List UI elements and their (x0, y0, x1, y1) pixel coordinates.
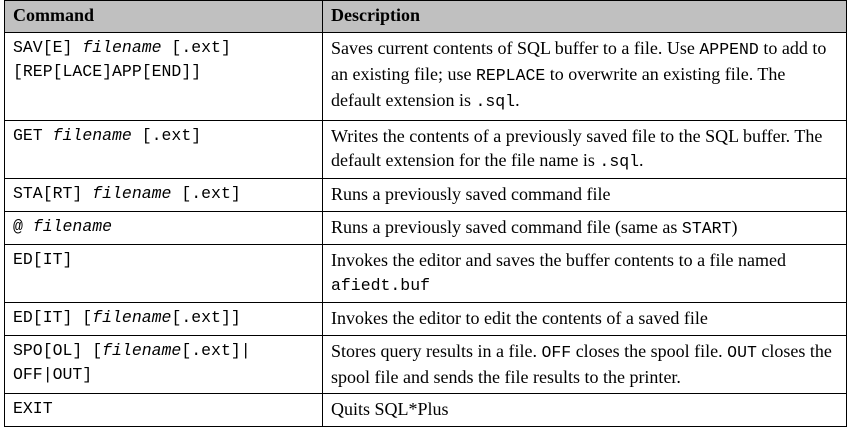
command-cell-exit: EXIT (4, 393, 323, 427)
table-row-exit: EXIT Quits SQL*Plus (4, 393, 847, 427)
cmd-placeholder: filename (32, 217, 113, 236)
desc-text: ) (731, 217, 738, 237)
cmd-placeholder: filename (92, 308, 172, 327)
cmd-placeholder: filename (82, 38, 162, 57)
description-cell-save: Saves current contents of SQL buffer to … (322, 32, 847, 121)
header-command: Command (4, 0, 323, 33)
desc-code: OFF (541, 343, 572, 362)
desc-text: Saves current contents of SQL buffer to … (331, 38, 700, 58)
desc-text: Quits SQL*Plus (331, 399, 449, 419)
cmd-placeholder: filename (52, 126, 132, 145)
sqlplus-file-commands-table: Command Description SAV[E] filename [.ex… (4, 0, 847, 427)
command-cell-edit-file: ED[IT] [filename[.ext]] (4, 302, 323, 336)
header-description: Description (322, 0, 847, 33)
desc-code: START (681, 219, 732, 238)
desc-code: OUT (727, 343, 757, 362)
command-cell-save: SAV[E] filename [.ext] [REP[LACE]APP[END]… (4, 32, 323, 121)
desc-text: Invokes the editor to edit the contents … (331, 308, 708, 328)
cmd-text: ED[IT] (13, 250, 73, 269)
command-cell-edit: ED[IT] (4, 244, 323, 303)
cmd-text: [.ext]] (171, 308, 241, 327)
table-row-edit-file: ED[IT] [filename[.ext]] Invokes the edit… (4, 302, 847, 336)
command-cell-spool: SPO[OL] [filename[.ext]| OFF|OUT] (4, 335, 323, 394)
cmd-text: [.ext] (171, 184, 241, 203)
description-cell-spool: Stores query results in a file. OFF clos… (322, 335, 847, 394)
table-row-save: SAV[E] filename [.ext] [REP[LACE]APP[END]… (4, 32, 847, 121)
table-row-at: @ filename Runs a previously saved comma… (4, 211, 847, 245)
cmd-text: [.ext]| (181, 341, 251, 360)
desc-text: Writes the contents of a previously save… (331, 126, 823, 170)
desc-text: . (515, 90, 520, 110)
description-cell-at: Runs a previously saved command file (sa… (322, 211, 847, 245)
command-table-container: Command Description SAV[E] filename [.ex… (4, 0, 847, 427)
header-row: Command Description (4, 0, 847, 33)
description-cell-edit: Invokes the editor and saves the buffer … (322, 244, 847, 303)
command-cell-get: GET filename [.ext] (4, 120, 323, 179)
desc-code: .sql (599, 152, 640, 171)
desc-code: afiedt.buf (331, 276, 431, 295)
cmd-text: STA[RT] (13, 184, 93, 203)
table-row-get: GET filename [.ext] Writes the contents … (4, 120, 847, 179)
cmd-text: [.ext] (161, 38, 231, 57)
command-cell-start: STA[RT] filename [.ext] (4, 178, 323, 212)
cmd-text: [.ext] (131, 126, 202, 145)
cmd-text: SAV[E] (13, 38, 83, 57)
cmd-placeholder: filename (102, 341, 182, 360)
cmd-text: [REP[LACE]APP[END]] (13, 62, 202, 81)
desc-text: Runs a previously saved command file (331, 184, 611, 204)
desc-text: Runs a previously saved command file (sa… (331, 217, 682, 237)
desc-text: closes the spool file. (571, 341, 728, 361)
table-row-edit: ED[IT] Invokes the editor and saves the … (4, 244, 847, 303)
desc-code: .sql (475, 92, 516, 111)
cmd-text: @ (13, 217, 33, 236)
desc-text: to overwrite an existing file. The defau… (331, 64, 786, 110)
desc-text: Stores query results in a file. (331, 341, 542, 361)
description-cell-get: Writes the contents of a previously save… (322, 120, 847, 179)
cmd-text: GET (13, 126, 53, 145)
desc-text: . (639, 150, 644, 170)
table-row-start: STA[RT] filename [.ext] Runs a previousl… (4, 178, 847, 212)
desc-code: APPEND (699, 40, 759, 59)
cmd-text: SPO[OL] [ (13, 341, 103, 360)
cmd-placeholder: filename (92, 184, 172, 203)
description-cell-edit-file: Invokes the editor to edit the contents … (322, 302, 847, 336)
desc-text: Invokes the editor and saves the buffer … (331, 250, 787, 270)
table-row-spool: SPO[OL] [filename[.ext]| OFF|OUT] Stores … (4, 335, 847, 394)
desc-code: REPLACE (475, 66, 546, 85)
cmd-text: EXIT (13, 399, 53, 418)
desc-text: closes the spool file and sends the file… (331, 341, 832, 387)
command-cell-at: @ filename (4, 211, 323, 245)
cmd-text: ED[IT] [ (13, 308, 93, 327)
description-cell-exit: Quits SQL*Plus (322, 393, 847, 427)
desc-text: to add to an existing file; use (331, 38, 827, 84)
cmd-text: OFF|OUT] (13, 365, 93, 384)
description-cell-start: Runs a previously saved command file (322, 178, 847, 212)
